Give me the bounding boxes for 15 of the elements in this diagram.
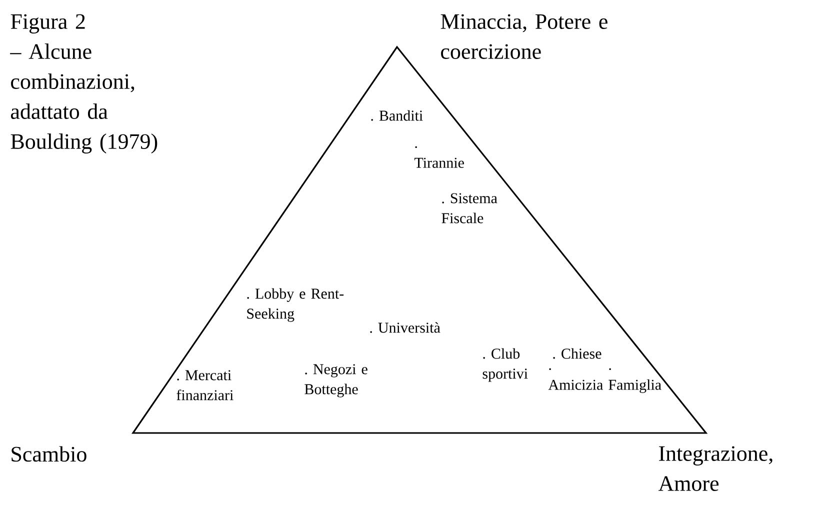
item-label: . Sistema Fiscale: [442, 193, 498, 224]
item-label: . Famiglia: [608, 368, 662, 393]
corner-label: Minaccia, Potere e coercizione: [440, 14, 608, 59]
item-label: . Negozi e Botteghe: [304, 364, 368, 398]
item-label: . Università: [370, 322, 440, 333]
item-label: . Tirannie: [414, 146, 464, 168]
item-label: . Amicizia: [548, 368, 603, 390]
figure-title: Figura 2 – Alcune combinazioni, adattato da Boulding (1979): [10, 14, 158, 154]
corner-label: Integrazione, Amore: [658, 446, 772, 491]
item-label: . Mercati finanziari: [176, 370, 234, 400]
item-label: . Banditi: [371, 110, 423, 121]
corner-label: Scambio: [12, 446, 86, 462]
item-label: . Lobby e Rent-Seeking: [247, 288, 344, 322]
item-label: . Club sportivi: [482, 348, 528, 382]
item-label: . Chiese: [553, 348, 602, 359]
